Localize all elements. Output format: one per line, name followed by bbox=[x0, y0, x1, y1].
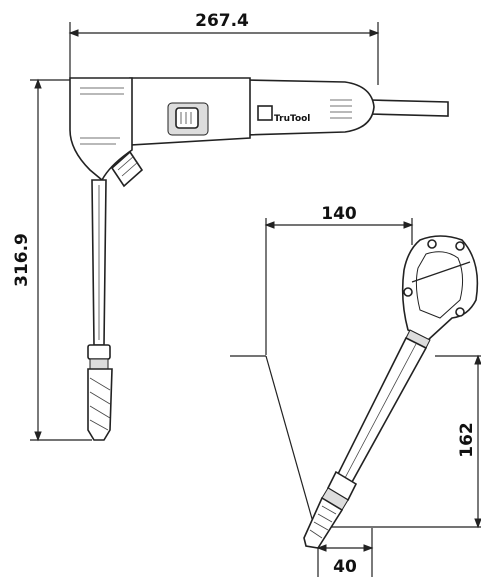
overall-length-dimension: 267.4 bbox=[68, 11, 380, 85]
overall-height-dimension: 316.9 bbox=[12, 78, 92, 442]
head-screw-icon bbox=[427, 239, 437, 249]
angle-reference-line bbox=[265, 355, 319, 541]
brand-logo-icon bbox=[257, 105, 273, 121]
bit-offset-dimension: 40 bbox=[316, 528, 374, 577]
head-width-dimension: 140 bbox=[264, 204, 414, 355]
angled-drill-bit bbox=[303, 496, 344, 549]
tool-head-detail bbox=[303, 235, 479, 549]
trigger-switch-icon bbox=[175, 107, 199, 129]
head-height-label: 162 bbox=[457, 422, 477, 458]
brand-logo-text: TruTool bbox=[274, 114, 310, 124]
angled-shaft bbox=[336, 336, 428, 484]
head-screw-icon bbox=[455, 307, 465, 317]
head-screw-icon bbox=[403, 287, 413, 297]
overall-length-label: 267.4 bbox=[195, 11, 249, 31]
tool-side-view: TruTool bbox=[69, 77, 449, 441]
head-height-dimension: 162 bbox=[457, 354, 481, 529]
bit-offset-label: 40 bbox=[333, 557, 357, 577]
overall-height-label: 316.9 bbox=[12, 233, 32, 287]
adjustment-knob bbox=[110, 150, 144, 188]
head-width-label: 140 bbox=[321, 204, 357, 224]
drill-bit bbox=[87, 368, 113, 441]
head-screw-icon bbox=[455, 241, 465, 251]
